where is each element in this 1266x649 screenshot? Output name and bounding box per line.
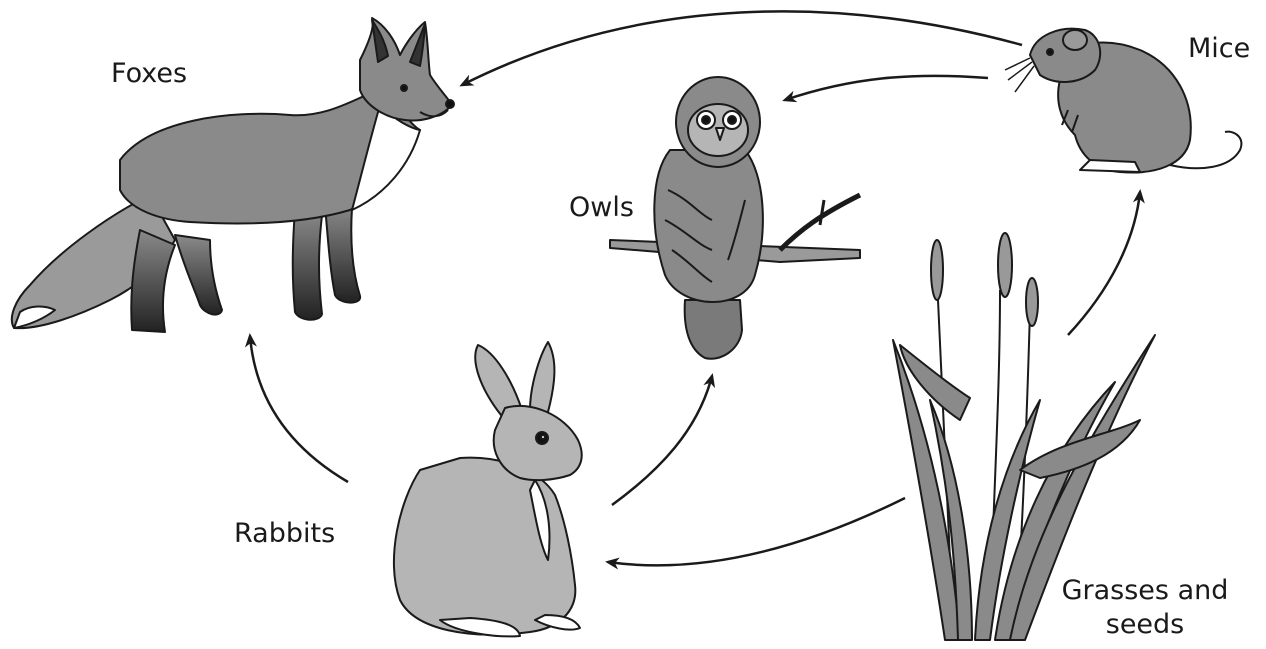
arrow-rabbits-to-owls (612, 376, 712, 505)
label-grasses-and-seeds: Grasses and seeds (1050, 574, 1240, 642)
arrow-grasses-to-mice (1068, 192, 1140, 335)
owl-illustration (610, 77, 860, 359)
label-grasses-line2: seeds (1050, 608, 1240, 642)
arrow-mice-to-foxes (462, 11, 1022, 85)
fox-illustration (12, 18, 454, 332)
arrow-mice-to-owls (785, 76, 988, 100)
label-grasses-line1: Grasses and (1050, 574, 1240, 608)
label-mice: Mice (1188, 32, 1250, 66)
arrow-grasses-to-rabbits (608, 498, 905, 565)
label-owls: Owls (569, 191, 634, 225)
label-rabbits: Rabbits (234, 517, 335, 551)
rabbit-illustration (394, 342, 582, 636)
label-foxes: Foxes (111, 57, 187, 91)
arrow-rabbits-to-foxes (250, 336, 348, 482)
